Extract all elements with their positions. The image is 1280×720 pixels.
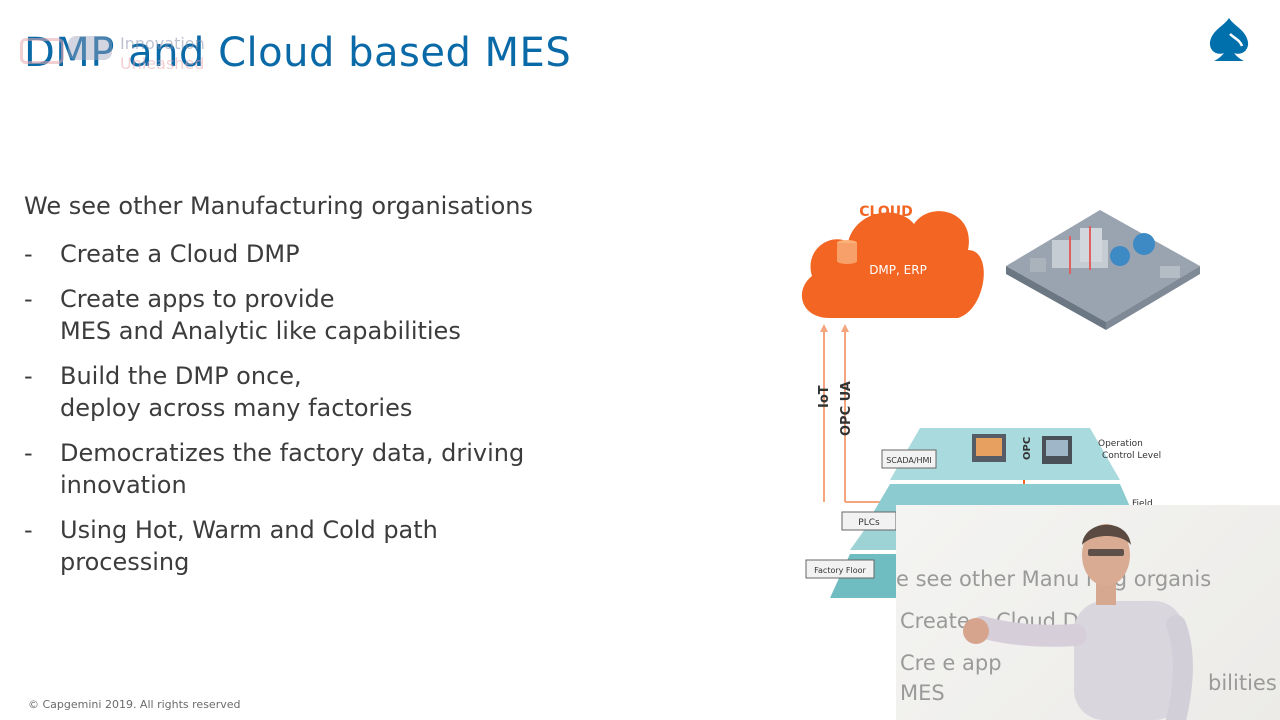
copyright-footer: © Capgemini 2019. All rights reserved <box>28 698 241 711</box>
bullet-item: - Democratizes the factory data, driving… <box>24 437 644 501</box>
video-text-line: e see other Manu ring organis <box>896 567 1212 591</box>
intro-text: We see other Manufacturing organisations <box>24 192 534 220</box>
cloud-title: CLOUD <box>859 204 913 220</box>
bullet-item: - Build the DMP once, deploy across many… <box>24 360 644 424</box>
panel-screen-icon <box>1042 436 1072 464</box>
bullet-item: - Create apps to provide MES and Analyti… <box>24 283 644 347</box>
factory-floor-label: Factory Floor <box>814 566 866 575</box>
video-text-line: Cre e app <box>900 651 1002 675</box>
innovation-watermark: Innovation Unleashed <box>18 32 218 76</box>
bullet-text: Create a Cloud DMP <box>60 240 300 268</box>
field-label: Field <box>1132 499 1153 509</box>
watermark-badge-icon <box>68 36 112 60</box>
control-level-label: Control Level <box>1102 451 1161 461</box>
spade-logo-icon <box>1209 18 1249 61</box>
factory-illustration-icon <box>1006 210 1200 330</box>
bullet-item: - Create a Cloud DMP <box>24 238 644 270</box>
hmi-screen-icon <box>972 434 1006 462</box>
bullet-text: Democratizes the factory data, driving i… <box>60 439 525 499</box>
video-text-line: bilities <box>1208 671 1277 695</box>
cloud-shape: CLOUD DMP, ERP <box>801 204 984 318</box>
database-icon <box>837 240 857 264</box>
bullet-item: - Using Hot, Warm and Cold path processi… <box>24 514 644 578</box>
cloud-label: DMP, ERP <box>869 263 927 277</box>
bullet-list: - Create a Cloud DMP - Create apps to pr… <box>24 238 644 591</box>
bullet-text: Using Hot, Warm and Cold path processing <box>60 516 438 576</box>
video-text-line: MES <box>900 681 945 705</box>
bullet-dash: - <box>24 240 33 268</box>
opc-ua-label: OPC UA <box>839 381 854 436</box>
slide-title: DMP and Cloud based MES <box>24 30 572 76</box>
iot-label: IoT <box>817 385 832 408</box>
bullet-dash: - <box>24 516 33 544</box>
bullet-dash: - <box>24 362 33 390</box>
watermark-line-2: Unleashed <box>120 54 205 73</box>
watermark-line-1: Innovation <box>120 34 205 53</box>
bullet-text: Build the DMP once, deploy across many f… <box>60 362 413 422</box>
scada-hmi-tag: SCADA/HMI <box>881 449 937 469</box>
factory-floor-tag: Factory Floor <box>805 559 875 579</box>
scada-hmi-label: SCADA/HMI <box>886 456 932 465</box>
presenter-video-overlay: e see other Manu ring organis Create a C… <box>896 505 1280 720</box>
plcs-label: PLCs <box>858 518 880 528</box>
watermark-shape-icon <box>20 38 64 64</box>
bullet-dash: - <box>24 439 33 467</box>
bullet-text: Create apps to provide MES and Analytic … <box>60 285 461 345</box>
operation-level-label: Operation <box>1098 439 1143 449</box>
opc-small-label: OPC <box>1022 437 1033 460</box>
plcs-tag: PLCs <box>841 511 897 531</box>
presenter-figure <box>963 524 1193 720</box>
bullet-dash: - <box>24 285 33 313</box>
